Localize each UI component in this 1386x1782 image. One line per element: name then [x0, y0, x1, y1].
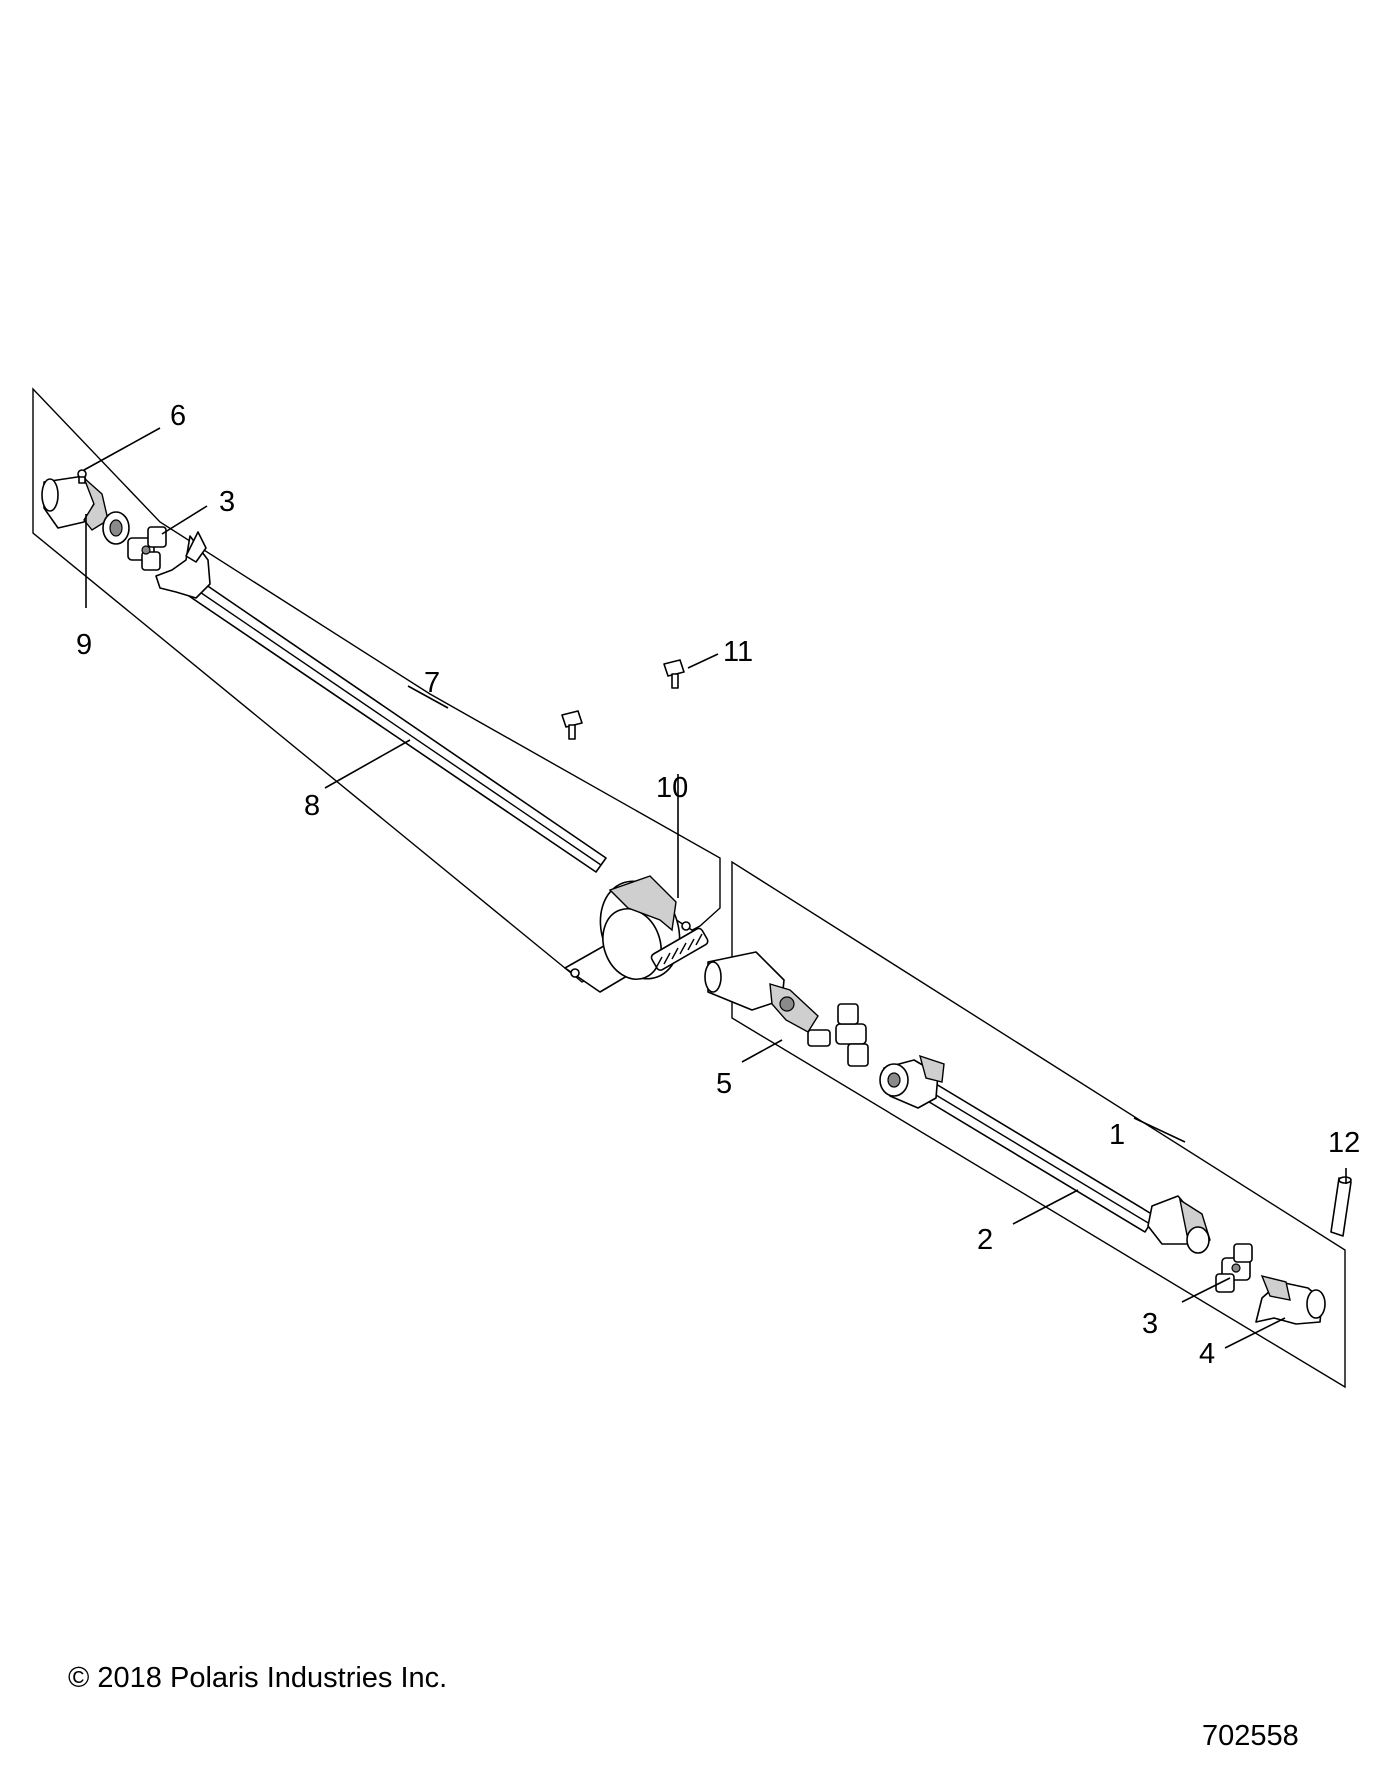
callout-1: 1	[1109, 1119, 1125, 1151]
rear-shaft-end-yoke	[1147, 1195, 1211, 1254]
u-joint-cross-left	[127, 526, 167, 571]
leader-lines	[83, 427, 1347, 1349]
rear-shaft-assembly-box	[731, 860, 1346, 1389]
front-propshaft-tube	[185, 577, 607, 873]
front-slip-yoke	[41, 475, 130, 545]
bolt-upper	[663, 659, 685, 689]
callout-7: 7	[424, 667, 440, 699]
front-shaft-yoke	[155, 531, 211, 599]
center-bearing-assembly	[564, 875, 709, 993]
u-joint-cross-rear	[1215, 1243, 1253, 1293]
callout-3-left: 3	[219, 486, 235, 518]
drawing-number: 702558	[1202, 1720, 1299, 1752]
rear-propshaft-tube	[879, 1054, 1156, 1233]
callout-10: 10	[656, 772, 688, 804]
callout-3-right: 3	[1142, 1308, 1158, 1340]
front-shaft-assembly-box	[32, 387, 721, 983]
callout-9: 9	[76, 629, 92, 661]
rear-slip-yoke	[704, 951, 819, 1033]
callout-12: 12	[1328, 1127, 1360, 1159]
callout-4: 4	[1199, 1338, 1215, 1370]
callout-5: 5	[716, 1068, 732, 1100]
callout-2: 2	[977, 1224, 993, 1256]
roll-pin	[1330, 1176, 1352, 1237]
rear-output-yoke	[1255, 1274, 1326, 1325]
grease-fitting	[77, 469, 87, 484]
callout-11: 11	[723, 636, 753, 668]
bolt-lower	[561, 710, 583, 740]
callout-8: 8	[304, 790, 320, 822]
copyright-notice: © 2018 Polaris Industries Inc.	[68, 1662, 448, 1694]
callout-6: 6	[170, 400, 186, 432]
u-joint-cross-center	[807, 1003, 869, 1067]
